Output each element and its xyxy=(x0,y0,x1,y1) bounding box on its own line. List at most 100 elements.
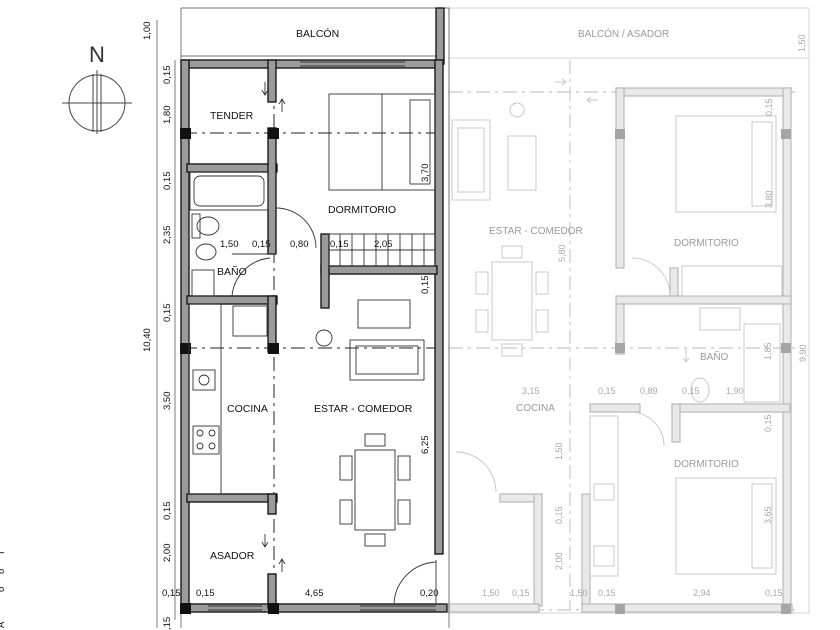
neighbor-column xyxy=(781,343,791,353)
wall-right xyxy=(434,59,444,555)
neighbor-dim: 1,50 xyxy=(554,442,564,460)
neighbor-dim: 2,94 xyxy=(693,588,711,598)
neighbor-dim: 0,15 xyxy=(512,588,530,598)
dim-interior: 4,65 xyxy=(305,588,324,599)
balcony-wall xyxy=(435,7,445,65)
neighbor-armchair xyxy=(507,135,537,191)
neighbor-dim: 0,15 xyxy=(598,386,616,396)
wall-vertical-center xyxy=(267,59,277,103)
dining-table xyxy=(339,433,411,547)
balcon-label: BALCÓN xyxy=(296,27,339,40)
neighbor-sofa xyxy=(451,119,491,201)
wall-tender-bano xyxy=(186,163,278,173)
door-bano xyxy=(231,253,276,297)
dim-interior: 3,70 xyxy=(420,164,431,183)
neighbor-wall xyxy=(615,87,792,97)
column xyxy=(180,343,191,354)
neighbor-cocina-label: COCINA xyxy=(516,403,555,414)
dim-interior: 6,25 xyxy=(420,436,431,455)
neighbor-dim: 0,15 xyxy=(765,588,783,598)
cocina-label: COCINA xyxy=(227,403,268,415)
bano-label: BAÑO xyxy=(217,265,247,278)
window xyxy=(360,605,436,611)
wall-dorm-comedor xyxy=(320,233,330,309)
neighbor-dim: 3,15 xyxy=(522,386,540,396)
dim-interior: 1,50 xyxy=(220,239,239,250)
coffee-table xyxy=(357,299,411,329)
arrow-icon xyxy=(261,534,269,548)
neighbor-bano-label: BAÑO xyxy=(700,350,729,363)
neighbor-bed xyxy=(675,115,777,213)
tender-label: TENDER xyxy=(210,110,254,122)
wall-top xyxy=(182,59,442,69)
neighbor-dim: 0,15 xyxy=(764,98,774,116)
sofa xyxy=(349,339,425,381)
dim-left: 3,50 xyxy=(162,392,173,411)
stove xyxy=(192,425,220,455)
neighbor-wall xyxy=(615,303,625,355)
neighbor-sink xyxy=(699,307,741,331)
bidet xyxy=(195,243,217,261)
estar-comedor-label: ESTAR - COMEDOR xyxy=(314,403,413,415)
column xyxy=(180,603,191,614)
neighbor-wall xyxy=(671,403,791,413)
dormitorio-label: DORMITORIO xyxy=(328,204,396,216)
neighbor-wall xyxy=(615,87,625,269)
neighbor-wall xyxy=(448,603,540,613)
neighbor-column xyxy=(781,129,791,139)
dim-interior: 0,80 xyxy=(290,239,309,250)
wall-left xyxy=(180,59,190,611)
neighbor-toilet xyxy=(690,377,710,403)
north-compass: N xyxy=(62,42,132,134)
margin-glyph: A xyxy=(0,621,7,628)
lamp xyxy=(315,329,333,347)
column xyxy=(268,128,279,139)
neighbor-dim: 1,50 xyxy=(797,34,807,52)
bathtub xyxy=(189,171,269,211)
neighbor-dim: 3,80 xyxy=(764,190,774,208)
dim-left: 0,15 xyxy=(162,588,181,599)
neighbor-wall xyxy=(671,403,681,443)
neighbor-dim: 0,89 xyxy=(640,386,658,396)
column xyxy=(268,343,279,354)
neighbor-unit: BALCÓN / ASADOR ESTAR - COMEDOR DORMITOR… xyxy=(448,7,810,614)
dim-left: 0,15 xyxy=(162,502,173,521)
wall-asador xyxy=(267,573,277,609)
arrow-icon xyxy=(278,558,286,572)
neighbor-bed xyxy=(675,477,777,575)
neighbor-counter xyxy=(589,415,619,577)
margin-glyph: o xyxy=(0,587,7,592)
kitchen-counter xyxy=(188,303,222,495)
dim-interior: 2,05 xyxy=(374,239,393,250)
neighbor-dim: 1,90 xyxy=(726,386,744,396)
dim-left: 0,15 xyxy=(162,172,173,191)
wall-dorm-comedor xyxy=(320,265,438,275)
dim-interior: 0,15 xyxy=(420,276,431,295)
dim-left: 10,40 xyxy=(142,328,153,352)
neighbor-dim: 3,65 xyxy=(763,506,773,524)
neighbor-dormitorio-bottom-label: DORMITORIO xyxy=(674,459,739,470)
toilet xyxy=(191,213,220,239)
door-entrance xyxy=(393,560,437,605)
neighbor-dim: 1,50 xyxy=(570,588,588,598)
column xyxy=(268,603,279,614)
wall-vertical-center xyxy=(267,127,277,255)
dim-left: 0,15 xyxy=(162,304,173,323)
dim-left: 2,35 xyxy=(162,226,173,245)
wall-bano-cocina xyxy=(186,295,278,305)
dim-interior: 0,15 xyxy=(330,239,349,250)
neighbor-dim: 5,80 xyxy=(557,244,567,262)
bed xyxy=(328,93,436,191)
column xyxy=(180,128,191,139)
neighbor-wall xyxy=(533,493,543,607)
window xyxy=(300,61,405,67)
arrow-icon xyxy=(278,98,286,112)
neighbor-wardrobe xyxy=(681,265,783,297)
neighbor-column xyxy=(615,604,625,614)
wall-cocina-asador xyxy=(186,493,278,503)
neighbor-dim: 0,15 xyxy=(598,588,616,598)
margin-glyph: o xyxy=(0,569,7,574)
asador-label: ASADOR xyxy=(210,550,255,562)
dim-interior: 0,15 xyxy=(196,588,215,599)
